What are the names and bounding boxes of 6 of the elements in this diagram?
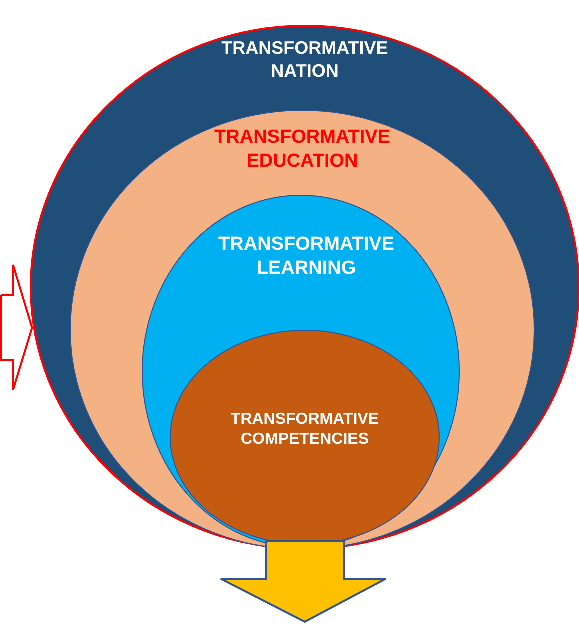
circle-title: TRANSFORMATIVE NATION (220, 37, 390, 82)
circle-title: TRANSFORMATIVE EDUCATION (214, 126, 392, 174)
circle-title: TRANSFORMATIVE LEARNING (218, 233, 396, 280)
block-arrow (220, 540, 387, 624)
block-arrow (0, 264, 34, 391)
circle-title: TRANSFORMATIVE COMPETENCIES (230, 410, 380, 450)
